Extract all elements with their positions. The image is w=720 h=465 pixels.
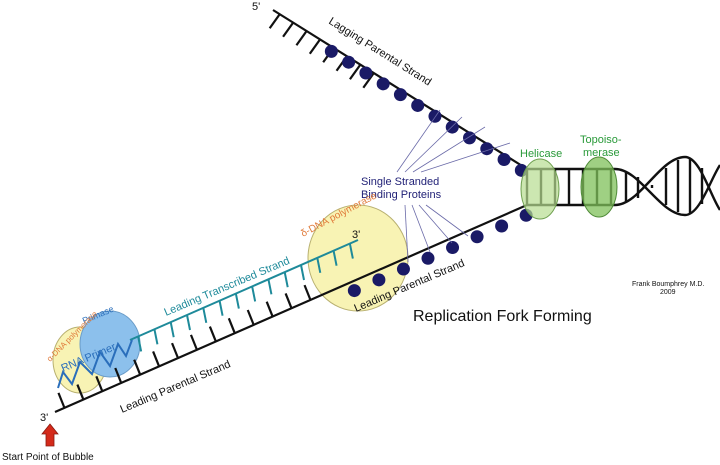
credit-year: 2009 [660, 289, 676, 296]
lagging-rung [362, 73, 375, 89]
transcribed-rung [316, 257, 322, 274]
leading-rung [227, 317, 236, 334]
ssb-protein [497, 153, 511, 167]
leading-rung [171, 342, 180, 359]
leading-rung [114, 367, 123, 384]
leading-three-prime-top-label: 3' [352, 229, 360, 241]
transcribed-rung [332, 250, 338, 266]
ssb-protein [428, 109, 442, 123]
rna-primer-zigzag [57, 339, 133, 389]
start-point-arrow [41, 423, 59, 447]
lagging-five-prime-label: 5' [252, 1, 260, 13]
ssb-protein [411, 98, 425, 112]
helicase-label: Helicase [520, 148, 562, 160]
start-point-label: Start Point of Bubble [2, 452, 94, 463]
ssb-protein [372, 273, 386, 287]
leading-rung [284, 293, 293, 309]
topoisomerase-label-line2: merase [583, 147, 620, 159]
lagging-rung [268, 13, 281, 29]
leading-transcribed-strand-label: Leading Transcribed Strand [162, 255, 291, 319]
leading-rung [76, 384, 85, 400]
topoisomerase-blob [580, 156, 618, 218]
lagging-rung [308, 39, 321, 55]
ssb-protein [396, 262, 410, 276]
ssb-label-line2: Binding Proteins [361, 189, 442, 201]
transcribed-rung [234, 293, 240, 309]
leading-parental-lower-label: Leading Parental Strand [118, 358, 232, 415]
ssb-label-line1: Single Stranded [361, 176, 439, 188]
ssb-protein [421, 251, 435, 265]
transcribed-rung [348, 243, 354, 259]
leading-rung [246, 309, 255, 326]
lagging-ssb-proteins [324, 44, 528, 177]
ssb-protein [393, 88, 407, 102]
transcribed-rung [202, 307, 208, 324]
ssb-protein [376, 77, 390, 91]
credit-name: Frank Boumphrey M.D. [632, 281, 704, 288]
lagging-rung [282, 22, 294, 38]
lagging-rung [295, 30, 308, 46]
lagging-rung [349, 64, 361, 80]
leading-rung [57, 392, 66, 409]
three-prime-bottom-label: 3' [40, 412, 48, 424]
transcribed-rung [267, 279, 273, 295]
leading-transcribed-strand [129, 239, 359, 352]
transcribed-rung [300, 264, 305, 281]
leading-parental-strand [54, 203, 528, 414]
transcribed-rung [251, 286, 257, 302]
diagram-title: Replication Fork Forming [413, 308, 592, 325]
transcribed-rung [153, 329, 159, 345]
ssb-protein [347, 284, 361, 298]
leading-rung [152, 351, 161, 367]
transcribed-rung [169, 321, 175, 338]
ssb-protein [470, 230, 484, 244]
leading-rung [133, 359, 142, 376]
topoisomerase-label-line1: Topoiso- [580, 134, 622, 146]
transcribed-rung [137, 336, 143, 352]
ssb-protein [324, 44, 338, 58]
helicase-blob [520, 158, 560, 220]
ssb-protein [463, 131, 477, 145]
leading-rung [189, 334, 198, 351]
ssb-protein [495, 219, 509, 233]
leading-rung [265, 301, 274, 318]
transcribed-rung [186, 314, 191, 331]
ssb-protein [446, 241, 460, 255]
transcribed-rung [218, 300, 224, 316]
leading-rung [95, 375, 104, 392]
leading-rung [208, 326, 217, 342]
transcribed-rung [283, 271, 289, 288]
ssb-protein [342, 55, 356, 69]
ssb-pointer-lines [396, 109, 511, 263]
leading-rung [303, 284, 312, 301]
ssb-protein [359, 66, 373, 80]
